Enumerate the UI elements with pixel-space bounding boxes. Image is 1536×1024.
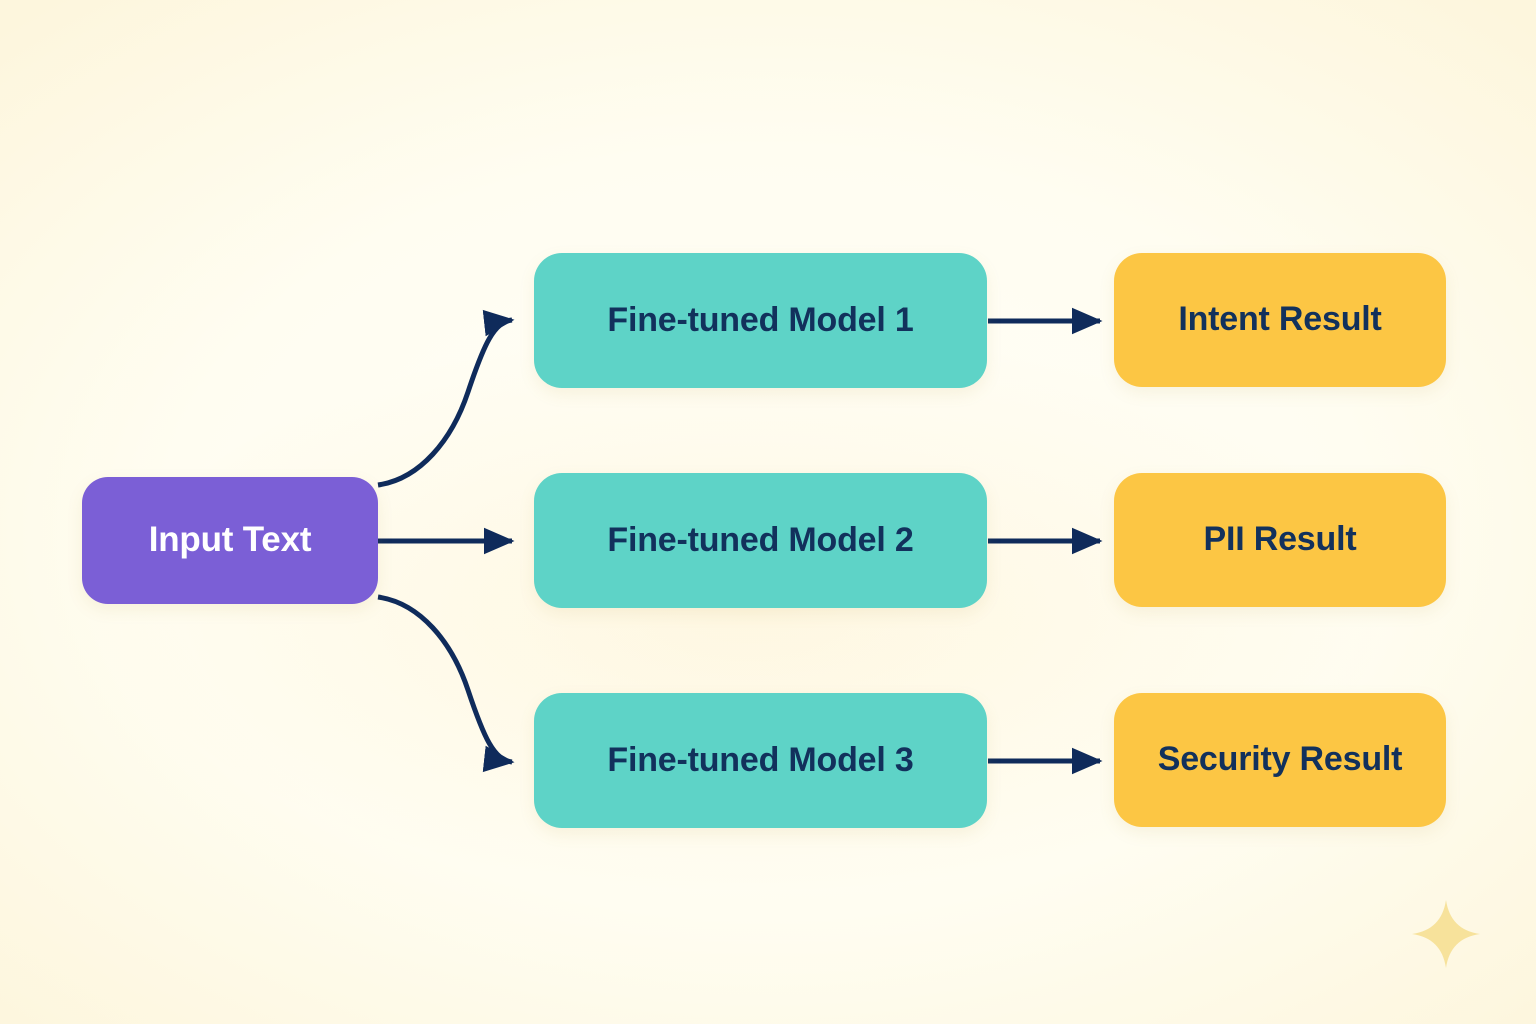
node-input-text[interactable]: Input Text [82, 477, 378, 604]
node-fine-tuned-model-2[interactable]: Fine-tuned Model 2 [534, 473, 987, 608]
edge-input-to-model-3 [377, 594, 515, 773]
node-fine-tuned-model-3[interactable]: Fine-tuned Model 3 [534, 693, 987, 828]
node-security-result-label: Security Result [1157, 740, 1403, 779]
edge-input-to-model-1 [377, 309, 515, 488]
node-fine-tuned-model-1-label: Fine-tuned Model 1 [607, 300, 914, 339]
node-fine-tuned-model-3-label: Fine-tuned Model 3 [607, 740, 914, 779]
node-input-text-label: Input Text [148, 520, 312, 560]
node-intent-result[interactable]: Intent Result [1114, 253, 1446, 387]
node-fine-tuned-model-1[interactable]: Fine-tuned Model 1 [534, 253, 987, 388]
node-fine-tuned-model-2-label: Fine-tuned Model 2 [607, 520, 914, 559]
node-intent-result-label: Intent Result [1178, 300, 1382, 339]
node-security-result[interactable]: Security Result [1114, 693, 1446, 827]
node-pii-result-label: PII Result [1203, 520, 1357, 559]
node-pii-result[interactable]: PII Result [1114, 473, 1446, 607]
